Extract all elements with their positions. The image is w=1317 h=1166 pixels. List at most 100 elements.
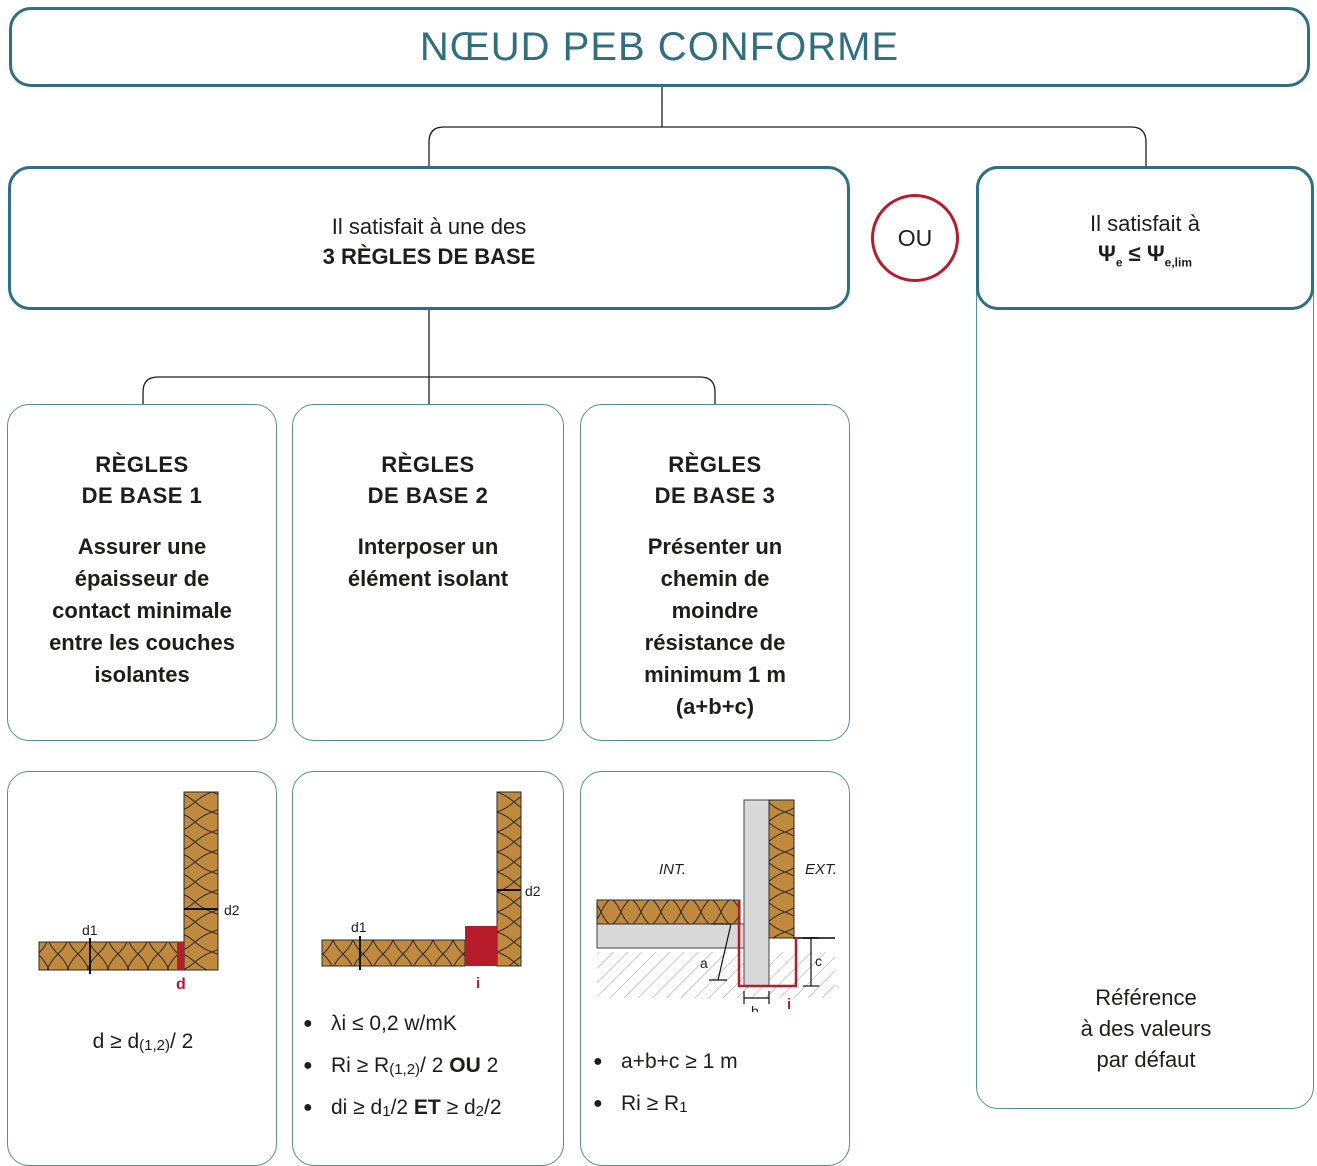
default-values-text: Référence à des valeurs par défaut xyxy=(1029,982,1263,1075)
page-title: NŒUD PEB CONFORME xyxy=(419,24,900,69)
text-line: contact minimale xyxy=(52,598,232,623)
diagram-1-formula: d ≥ d(1,2)/ 2 xyxy=(8,1030,278,1054)
i-label: i xyxy=(787,996,791,1012)
ground-hatch xyxy=(597,952,835,998)
diagram-1-illustration: d1 d2 d xyxy=(38,791,240,993)
text-line: OU xyxy=(449,1054,481,1077)
text-line: épaisseur de xyxy=(74,566,210,591)
text-line: Assurer une xyxy=(77,534,207,559)
text-line: di ≥ d xyxy=(331,1096,383,1119)
base-rules-box: Il satisfait à une des 3 RÈGLES DE BASE xyxy=(8,166,850,310)
insulating-element xyxy=(465,926,497,966)
rule-3-head1: RÈGLES xyxy=(668,452,762,477)
text-line: résistance de xyxy=(644,630,786,655)
psi-condition-box: Il satisfait à Ψe ≤ Ψe,lim xyxy=(976,166,1314,310)
text-line: d ≥ d xyxy=(92,1030,140,1053)
title-box: NŒUD PEB CONFORME xyxy=(9,7,1310,87)
text-line: (1,2) xyxy=(389,1061,421,1078)
horizontal-insulation xyxy=(38,941,185,971)
text-line: chemin de xyxy=(660,566,770,591)
text-line: /2 xyxy=(390,1096,414,1119)
text-line: entre les couches xyxy=(49,630,235,655)
diagram-3-box: INT. EXT. a b c i a+b+c ≥ 1 m Ri ≥ R1 xyxy=(580,771,850,1166)
reference-line3: par défaut xyxy=(1096,1047,1196,1072)
rule-1-box: RÈGLES DE BASE 1 Assurer une épaisseur de… xyxy=(7,404,277,741)
floor-insulation xyxy=(596,899,741,925)
text-line: 2 xyxy=(480,1054,499,1077)
wall-insulation xyxy=(768,799,795,939)
text-line: moindre xyxy=(671,598,759,623)
criterion-d: di ≥ d1/2 ET ≥ d2/2 xyxy=(297,1096,563,1138)
text-line: Présenter un xyxy=(647,534,783,559)
reference-line2: à des valeurs xyxy=(1080,1016,1212,1041)
criterion-lambda: λi ≤ 0,2 w/mK xyxy=(297,1012,563,1054)
diagram-1-box: d1 d2 d d ≥ d(1,2)/ 2 xyxy=(7,771,277,1166)
d2-label: d2 xyxy=(525,883,541,899)
reference-line1: Référence xyxy=(1095,985,1197,1010)
rule-2-head2: DE BASE 2 xyxy=(367,483,489,508)
text-line: 2 xyxy=(475,1103,484,1120)
criterion-path: a+b+c ≥ 1 m xyxy=(587,1050,847,1092)
rule-1-head2: DE BASE 1 xyxy=(81,483,203,508)
text-line: élément isolant xyxy=(347,566,509,591)
rule-3-head2: DE BASE 3 xyxy=(654,483,776,508)
rule-1-head1: RÈGLES xyxy=(95,452,189,477)
wall xyxy=(743,799,770,987)
text-line: e,lim xyxy=(1164,255,1192,270)
b-label: b xyxy=(751,1003,759,1012)
base-rules-line2: 3 RÈGLES DE BASE xyxy=(322,244,536,269)
text-line: a+b+c ≥ 1 m xyxy=(621,1050,738,1073)
psi-line1: Il satisfait à xyxy=(1089,211,1201,236)
diagram-3-criteria: a+b+c ≥ 1 m Ri ≥ R1 xyxy=(587,1050,847,1134)
text-line: Interposer un xyxy=(357,534,499,559)
psi-column-box: Référence à des valeurs par défaut xyxy=(976,166,1314,1109)
text-line: ≥ d xyxy=(440,1096,476,1119)
rule-3-description: Présenter un chemin de moindre résistance … xyxy=(581,531,849,723)
base-rules-line1: Il satisfait à une des xyxy=(331,214,527,239)
rule-3-box: RÈGLES DE BASE 3 Présenter un chemin de mo… xyxy=(580,404,850,741)
diagram-3-illustration: INT. EXT. a b c i xyxy=(596,799,837,1012)
diagram-2-criteria: λi ≤ 0,2 w/mK Ri ≥ R(1,2)/ 2 OU 2 di ≥ d… xyxy=(297,1012,563,1138)
vertical-insulation xyxy=(496,791,522,967)
d1-label: d1 xyxy=(351,919,367,935)
connector-top xyxy=(428,84,1147,166)
text-line: (1,2) xyxy=(139,1037,171,1054)
a-label: a xyxy=(700,955,708,971)
diagram-2-box: d1 d2 i λi ≤ 0,2 w/mK Ri ≥ R(1,2)/ 2 OU … xyxy=(292,771,564,1166)
heat-path xyxy=(737,900,798,988)
rule-2-description: Interposer un élément isolant xyxy=(293,531,563,595)
d2-label: d2 xyxy=(224,902,240,918)
text-line: λi ≤ 0,2 w/mK xyxy=(331,1012,457,1035)
text-line: 1 xyxy=(382,1103,391,1120)
text-line: ≤ xyxy=(1128,241,1141,266)
contact-zone xyxy=(177,942,184,970)
d1-label: d1 xyxy=(82,922,98,938)
diagram-2-illustration: d1 d2 i xyxy=(321,791,541,992)
exterior-label: EXT. xyxy=(805,861,837,878)
text-line: / 2 xyxy=(420,1054,450,1077)
horizontal-insulation xyxy=(321,939,466,967)
connector-rules xyxy=(142,310,716,404)
c-label: c xyxy=(815,953,822,969)
text-line: 1 xyxy=(679,1099,688,1116)
text-line: (a+b+c) xyxy=(675,694,755,719)
floor-slab xyxy=(596,923,745,949)
text-line: Ri ≥ R xyxy=(621,1092,680,1115)
vertical-insulation xyxy=(183,791,219,971)
text-line: e xyxy=(1115,255,1123,270)
text-line: Ri ≥ R xyxy=(331,1054,390,1077)
text-line: minimum 1 m xyxy=(644,662,786,687)
or-circle: OU xyxy=(871,194,959,282)
text-line: ET xyxy=(413,1096,441,1119)
text-line: isolantes xyxy=(94,662,190,687)
rule-2-head1: RÈGLES xyxy=(381,452,475,477)
text-line: /2 xyxy=(483,1096,502,1119)
d-label: d xyxy=(176,976,186,993)
or-label: OU xyxy=(897,224,933,251)
text-line: Ψ xyxy=(1098,241,1116,266)
i-label: i xyxy=(476,975,480,992)
criterion-r: Ri ≥ R(1,2)/ 2 OU 2 xyxy=(297,1054,563,1096)
a-dimension xyxy=(717,923,732,981)
